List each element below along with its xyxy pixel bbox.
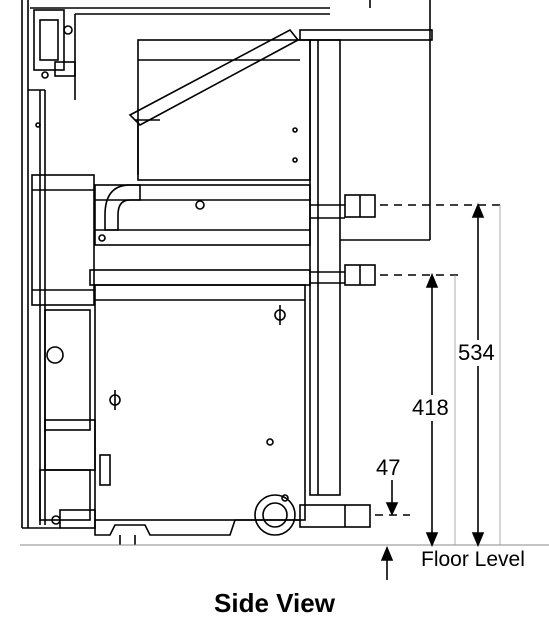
vertical-post — [309, 39, 341, 496]
lower-mechanism — [39, 309, 96, 529]
diagram-caption: Side View — [214, 588, 335, 618]
upper-panel — [74, 14, 311, 181]
left-panel — [28, 89, 95, 525]
top-rail — [30, 7, 433, 79]
dimension-418-label: 418 — [410, 395, 451, 421]
dimension-534-label: 534 — [456, 340, 497, 366]
caster-wheel — [254, 494, 296, 536]
floor-level-label: Floor Level — [421, 548, 525, 571]
tank-body — [89, 184, 311, 545]
dimension-lines — [375, 202, 501, 580]
pipe-connections — [299, 194, 376, 528]
dimension-47-label: 47 — [376, 455, 401, 480]
